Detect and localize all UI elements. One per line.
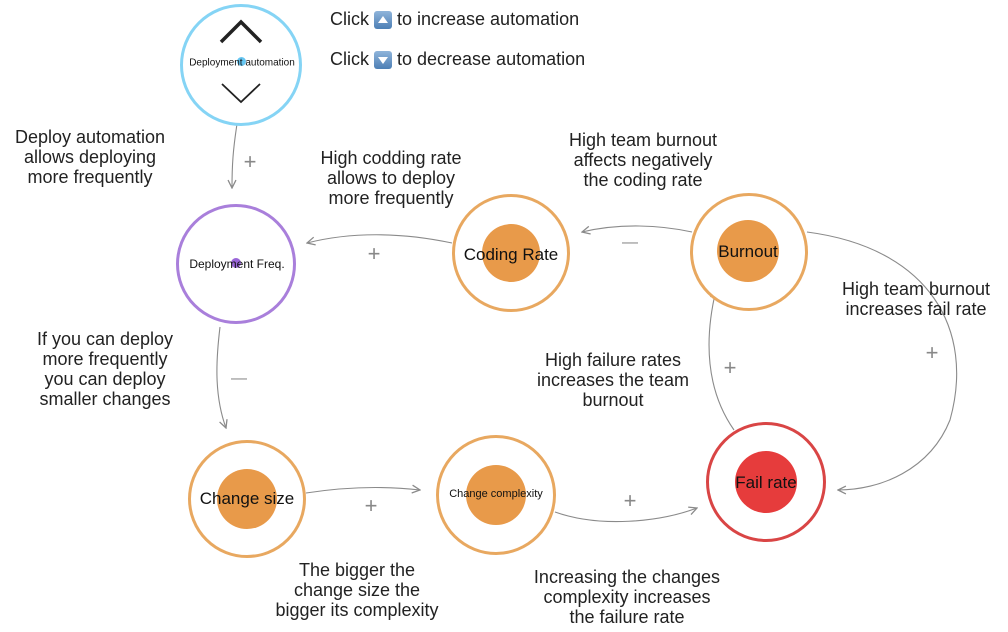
- edge-size-to-complexity: [305, 488, 420, 493]
- change-complexity-core: [466, 465, 526, 525]
- note-line: allows deploying: [23, 147, 157, 167]
- edge-burnout-to-coding: [582, 225, 693, 232]
- note-line: more frequently: [42, 349, 168, 369]
- note-line: smaller changes: [39, 389, 171, 409]
- note-burnout-coding: High team burnout affects negatively the…: [569, 130, 717, 190]
- note-line: Increasing the changes: [533, 567, 721, 587]
- decrease-automation-hint: Click to decrease automation: [330, 49, 585, 70]
- decrease-hint-suffix: to decrease automation: [397, 49, 586, 69]
- note-line: bigger its complexity: [275, 600, 439, 620]
- node-label-change-complexity: Change complexity: [449, 488, 543, 500]
- change-size-core: [217, 469, 277, 529]
- note-automation-freq: Deploy automation allows deploying more …: [15, 127, 165, 187]
- node-label-change-size: Change size: [199, 489, 295, 508]
- burnout-core: [717, 220, 779, 282]
- edge-burnout-to-fail: [806, 231, 958, 490]
- note-size-complexity: The bigger the change size the bigger it…: [275, 560, 438, 620]
- fail-rate-core: [735, 451, 797, 513]
- decrease-automation-chevron-icon[interactable]: [219, 80, 263, 106]
- sign-fail-burnout: +: [723, 355, 737, 380]
- sign-automation-freq: +: [243, 149, 257, 174]
- deploy-freq-indicator-dot: [231, 258, 241, 268]
- note-line: more frequently: [27, 167, 153, 187]
- note-line: affects negatively: [573, 150, 713, 170]
- note-line: If you can deploy: [36, 329, 174, 349]
- note-line: High team burnout: [568, 130, 718, 150]
- note-line: The bigger the: [298, 560, 416, 580]
- note-freq-size: If you can deploy more frequently you ca…: [37, 329, 173, 409]
- arrow-up-key-icon[interactable]: [374, 10, 392, 29]
- note-line: increases fail rate: [845, 299, 987, 319]
- sign-size-complexity: +: [364, 493, 378, 518]
- note-line: the failure rate: [569, 607, 685, 627]
- edge-complexity-to-fail: [554, 508, 697, 523]
- sign-coding-freq: +: [367, 241, 381, 266]
- increase-hint-prefix: Click: [330, 9, 369, 29]
- note-line: High failure rates: [544, 350, 682, 370]
- sign-burnout-coding: —: [622, 234, 638, 251]
- note-line: High team burnout: [841, 279, 991, 299]
- note-line: more frequently: [328, 188, 454, 208]
- note-line: burnout: [582, 390, 644, 410]
- node-label-fail-rate: Fail rate: [735, 473, 797, 492]
- node-deployment-freq: [176, 204, 296, 324]
- note-line: High codding rate: [320, 148, 462, 168]
- sign-burnout-fail: +: [925, 340, 939, 365]
- note-line: the coding rate: [583, 170, 703, 190]
- note-burnout-fail: High team burnout increases fail rate: [842, 279, 990, 319]
- note-line: complexity increases: [543, 587, 711, 607]
- edge-coding-to-freq: [307, 234, 453, 243]
- note-line: you can deploy: [44, 369, 166, 389]
- note-line: change size the: [293, 580, 421, 600]
- node-label-deployment-freq: Deployment Freq.: [189, 257, 285, 271]
- sign-freq-size: —: [231, 370, 247, 387]
- sign-complexity-fail: +: [623, 488, 637, 513]
- decrease-hint-prefix: Click: [330, 49, 369, 69]
- increase-automation-hint: Click to increase automation: [330, 9, 579, 30]
- note-coding-freq: High codding rate allows to deploy more …: [320, 148, 461, 208]
- coding-rate-core: [482, 224, 540, 282]
- note-fail-burnout: High failure rates increases the team bu…: [537, 350, 689, 410]
- edge-automation-to-freq: [232, 123, 238, 188]
- arrow-down-key-icon[interactable]: [374, 50, 392, 69]
- note-line: Deploy automation: [14, 127, 166, 147]
- node-label-deployment-automation: Deployment automation: [189, 57, 295, 69]
- edge-fail-to-burnout: [708, 290, 735, 431]
- note-complexity-fail: Increasing the changes complexity increa…: [534, 567, 720, 627]
- automation-indicator-dot: [237, 57, 246, 66]
- edge-freq-to-size: [216, 326, 226, 428]
- node-label-burnout: Burnout: [718, 242, 778, 261]
- increase-automation-chevron-icon[interactable]: [217, 17, 265, 45]
- node-label-coding-rate: Coding Rate: [463, 245, 559, 264]
- note-line: allows to deploy: [326, 168, 456, 188]
- increase-hint-suffix: to increase automation: [397, 9, 580, 29]
- note-line: increases the team: [536, 370, 690, 390]
